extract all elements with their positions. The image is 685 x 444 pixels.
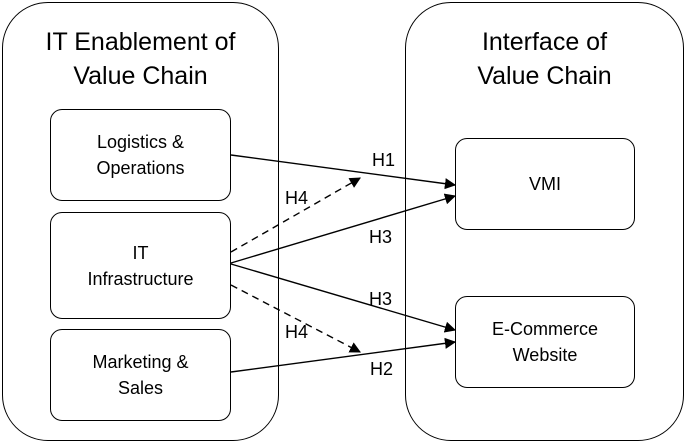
h1-arrow <box>230 154 457 190</box>
h4-lower-label: H4 <box>285 322 309 342</box>
it-enablement-panel-title: IT Enablement of Value Chain <box>45 28 236 90</box>
h1-label: H1 <box>372 150 396 170</box>
it-infrastructure-box: IT Infrastructure <box>50 212 231 319</box>
h3-upper-arrow <box>230 193 457 264</box>
h4-upper-dashed-arrow <box>230 177 361 253</box>
h3-lower-label: H3 <box>369 289 393 309</box>
h3-upper-label: H3 <box>369 227 393 247</box>
logistics-operations-box: Logistics & Operations <box>50 109 231 201</box>
vmi-box: VMI <box>455 138 635 230</box>
marketing-sales-box: Marketing & Sales <box>50 329 231 421</box>
h3-lower-arrow <box>230 263 457 333</box>
h2-arrow <box>230 337 457 373</box>
value-chain-interface-panel-title: Interface of Value Chain <box>477 28 612 90</box>
h4-upper-label: H4 <box>285 188 309 208</box>
h4-lower-dashed-arrow <box>230 284 361 353</box>
h2-label: H2 <box>370 359 394 379</box>
ecommerce-website-box: E-Commerce Website <box>455 296 635 388</box>
